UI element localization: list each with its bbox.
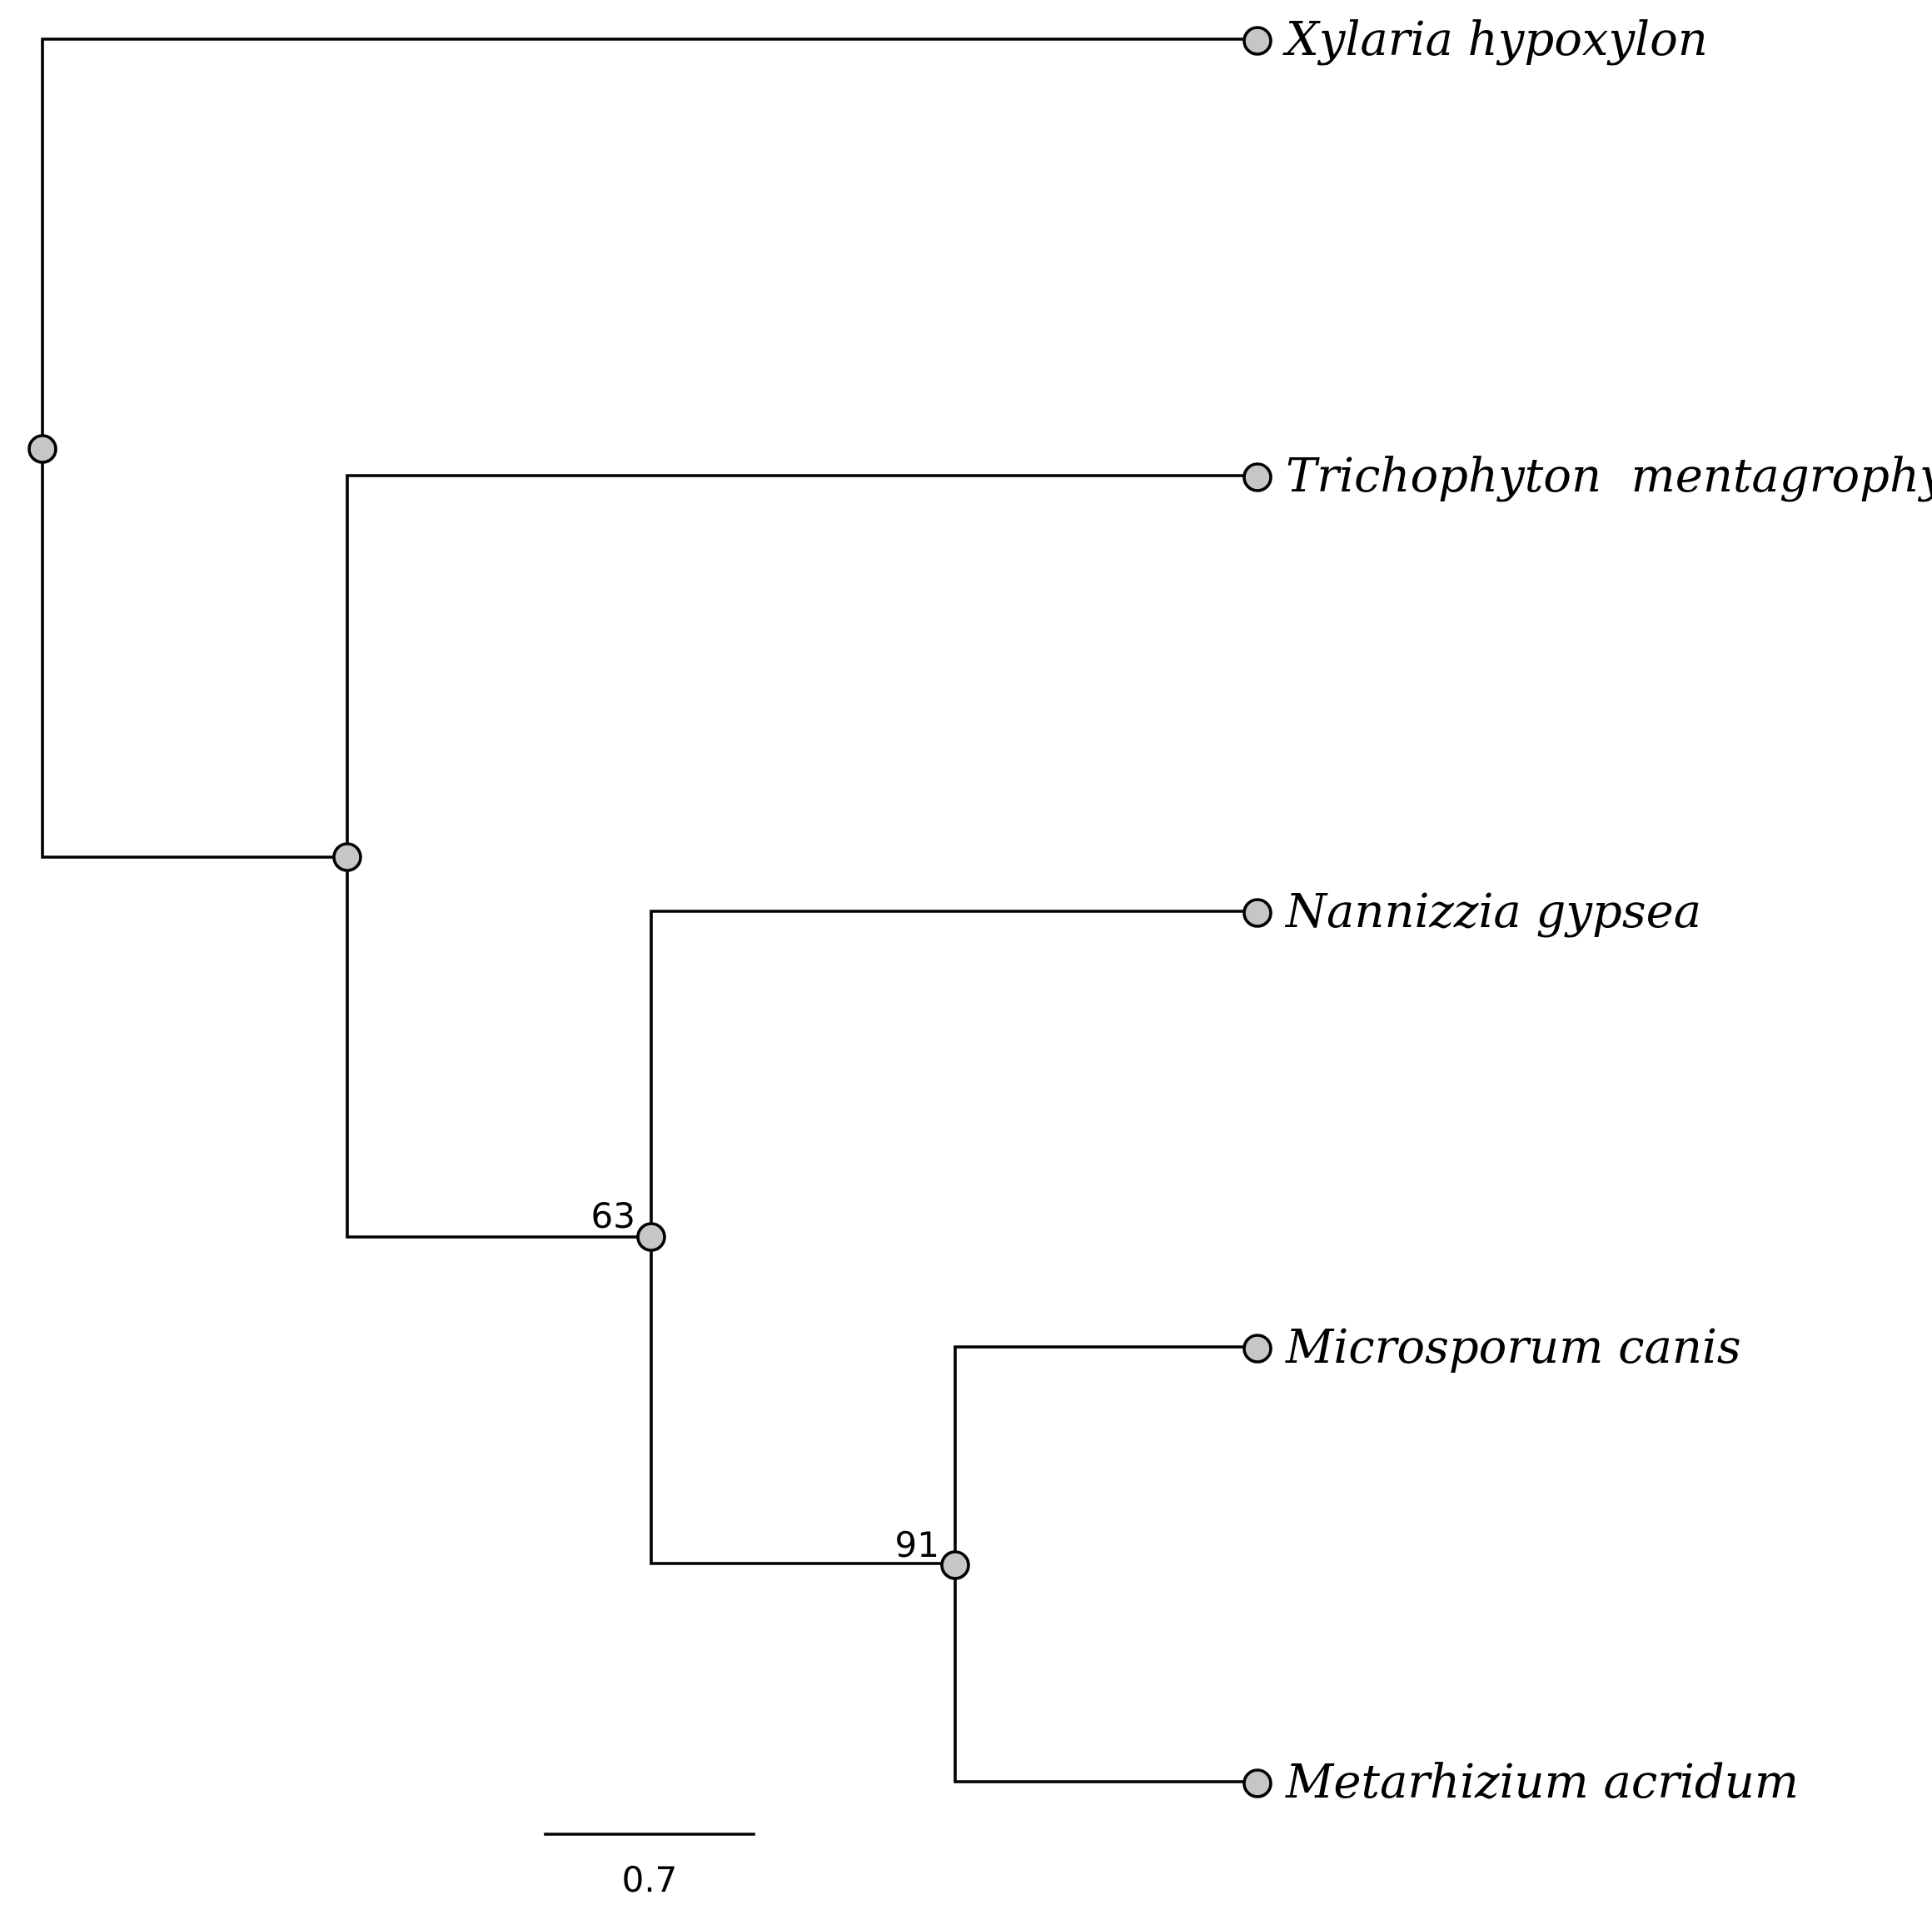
branch-ingroup-to-trichophyton: [346, 474, 1261, 859]
taxon-label-xylaria: Xylaria hypoxylon: [1282, 12, 1708, 67]
taxon-label-metarhizium: Metarhizium acridum: [1285, 1755, 1799, 1809]
branch-clade-91-to-microsporum: [954, 1345, 1261, 1565]
branch-ingroup-to-clade-63: [346, 855, 653, 1239]
taxon-label-microsporum: Microsporum canis: [1285, 1320, 1741, 1374]
taxon-label-nannizzia: Nannizzia gypsea: [1284, 885, 1701, 939]
tip-node-microsporum: [1242, 1334, 1272, 1364]
internal-node-root: [27, 434, 57, 464]
branch-root-to-ingroup: [41, 452, 349, 859]
branch-root-to-xylaria: [41, 37, 1261, 456]
tip-node-xylaria: [1242, 26, 1272, 56]
taxon-label-trichophyton: Trichophyton mentagrophytes: [1286, 449, 1932, 503]
internal-node-ingroup: [332, 842, 362, 872]
scale-bar-label: 0.7: [622, 1859, 678, 1900]
tip-node-nannizzia: [1242, 898, 1272, 928]
internal-node-clade-63: [636, 1222, 666, 1252]
internal-node-clade-91: [940, 1550, 970, 1580]
branch-clade-63-to-nannizzia: [650, 910, 1261, 1239]
support-value-clade-63: 63: [591, 1195, 635, 1236]
support-value-clade-91: 91: [895, 1524, 939, 1565]
tip-node-metarhizium: [1242, 1768, 1272, 1798]
tip-node-trichophyton: [1242, 462, 1272, 492]
branch-clade-91-to-metarhizium: [954, 1562, 1261, 1783]
branch-clade-63-to-clade-91: [650, 1235, 957, 1565]
